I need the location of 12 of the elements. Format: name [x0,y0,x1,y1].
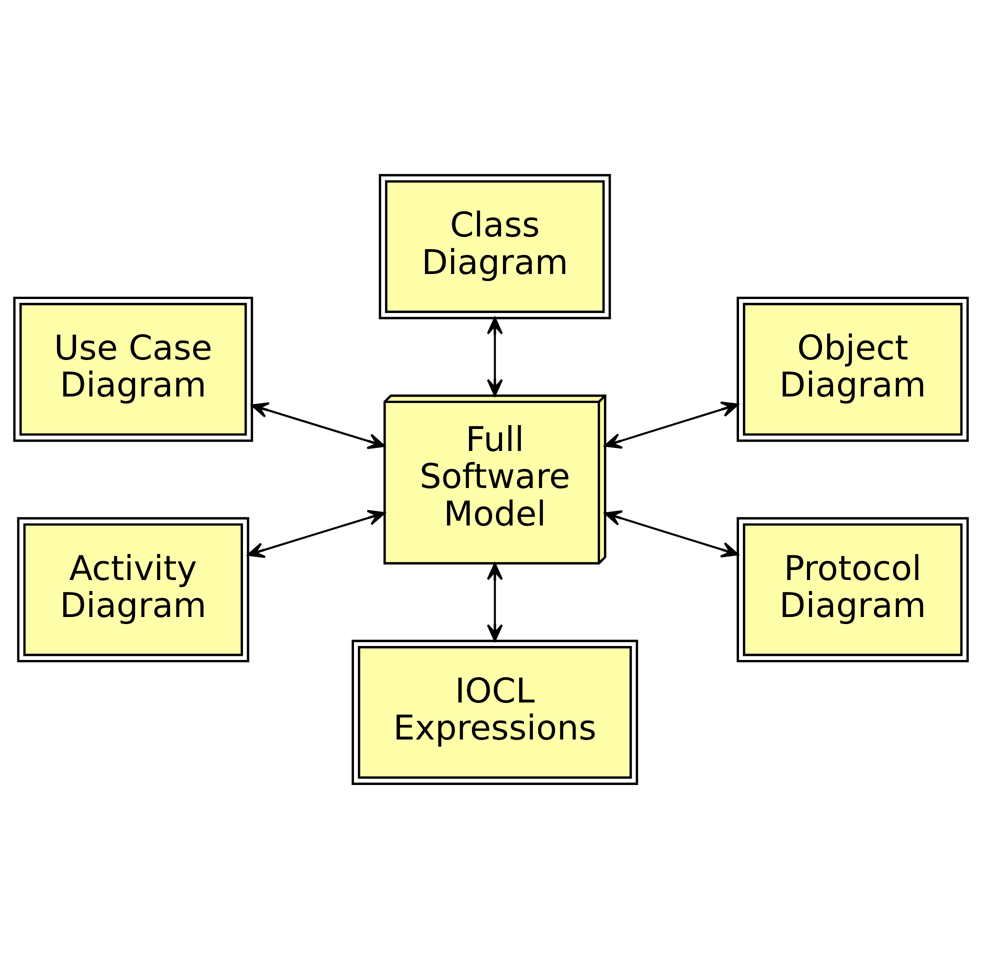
node-box: Use Case Diagram [13,296,254,442]
arrow [251,402,386,449]
node-box: IOCL Expressions [352,639,638,784]
arrow [486,316,503,396]
node-box: Class Diagram [378,174,611,319]
arrow [604,510,739,558]
node-box: Activity Diagram [17,516,250,662]
node-box: Protocol Diagram [736,516,969,662]
arrow [486,562,503,642]
node-box: Object Diagram [736,296,969,442]
arrow [247,509,386,558]
arrow [604,400,739,448]
